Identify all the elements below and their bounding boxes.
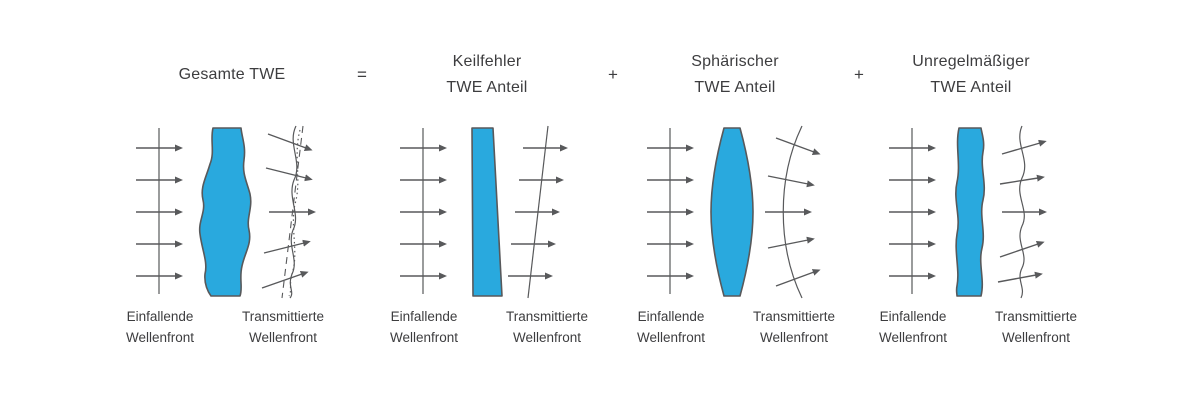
arrow-icon bbox=[999, 174, 1045, 185]
arrow-icon bbox=[767, 175, 815, 188]
incident-wavefront-label: Einfallende Wellenfront bbox=[878, 309, 948, 345]
diagram-unregelmaessiger bbox=[889, 125, 1047, 299]
panel-sphaerischer-twe: Einfallende Wellenfront Transmittierte W… bbox=[614, 116, 864, 366]
optical-element-irregular-plate bbox=[198, 127, 252, 297]
panel-gesamte-twe: Einfallende Wellenfront Transmittierte W… bbox=[103, 116, 353, 366]
plus-operator: + bbox=[608, 65, 618, 84]
arrow-icon bbox=[775, 269, 821, 287]
optical-element-irregular-strip bbox=[955, 127, 986, 297]
arrow-icon bbox=[1001, 139, 1047, 155]
transmitted-wavefront-label: Transmittierte Wellenfront bbox=[994, 309, 1077, 345]
term-title-wedge-twe: Keilfehler TWE Anteil bbox=[446, 53, 528, 96]
arrow-icon bbox=[267, 133, 313, 151]
incident-wavefront bbox=[889, 128, 936, 294]
transmitted-wavefront-label: Transmittierte Wellenfront bbox=[752, 309, 835, 345]
arrow-icon bbox=[265, 167, 313, 182]
transmitted-wavefront bbox=[765, 125, 821, 299]
plus-operator: + bbox=[854, 65, 864, 84]
arrow-icon bbox=[775, 137, 821, 155]
arrow-icon bbox=[767, 236, 815, 249]
transmitted-wavefront bbox=[508, 125, 568, 299]
transmitted-wavefront bbox=[997, 125, 1047, 299]
arrow-icon bbox=[263, 239, 311, 254]
incident-wavefront bbox=[400, 128, 447, 294]
diagram-gesamte-twe bbox=[136, 125, 316, 299]
diagram-sphaerischer bbox=[647, 125, 821, 299]
panel-keilfehler-twe: Einfallende Wellenfront Transmittierte W… bbox=[367, 116, 617, 366]
transmitted-wavefront-label: Transmittierte Wellenfront bbox=[505, 309, 588, 345]
arrow-icon bbox=[997, 271, 1043, 283]
transmitted-wavefront bbox=[261, 125, 316, 299]
incident-wavefront bbox=[647, 128, 694, 294]
optical-element-biconvex-lens bbox=[710, 127, 754, 297]
arrow-icon bbox=[261, 271, 309, 289]
total-wavefront-line bbox=[289, 125, 298, 299]
arrow-icon bbox=[999, 241, 1045, 258]
diagram-keilfehler bbox=[400, 125, 568, 299]
term-title-irregular-twe: Unregelmäßiger TWE Anteil bbox=[912, 53, 1030, 96]
incident-wavefront-label: Einfallende Wellenfront bbox=[636, 309, 706, 345]
term-title-total-twe: Gesamte TWE bbox=[178, 66, 286, 83]
incident-wavefront-label: Einfallende Wellenfront bbox=[125, 309, 195, 345]
term-title-spherical-twe: Sphärischer TWE Anteil bbox=[691, 53, 779, 96]
panel-unregelmaessiger-twe: Einfallende Wellenfront Transmittierte W… bbox=[856, 116, 1106, 366]
optical-element-wedge bbox=[471, 127, 503, 297]
irregular-component-line bbox=[288, 129, 301, 297]
incident-wavefront bbox=[136, 128, 183, 294]
transmitted-wavefront-label: Transmittierte Wellenfront bbox=[241, 309, 324, 345]
equals-operator: = bbox=[357, 65, 367, 84]
incident-wavefront-label: Einfallende Wellenfront bbox=[389, 309, 459, 345]
